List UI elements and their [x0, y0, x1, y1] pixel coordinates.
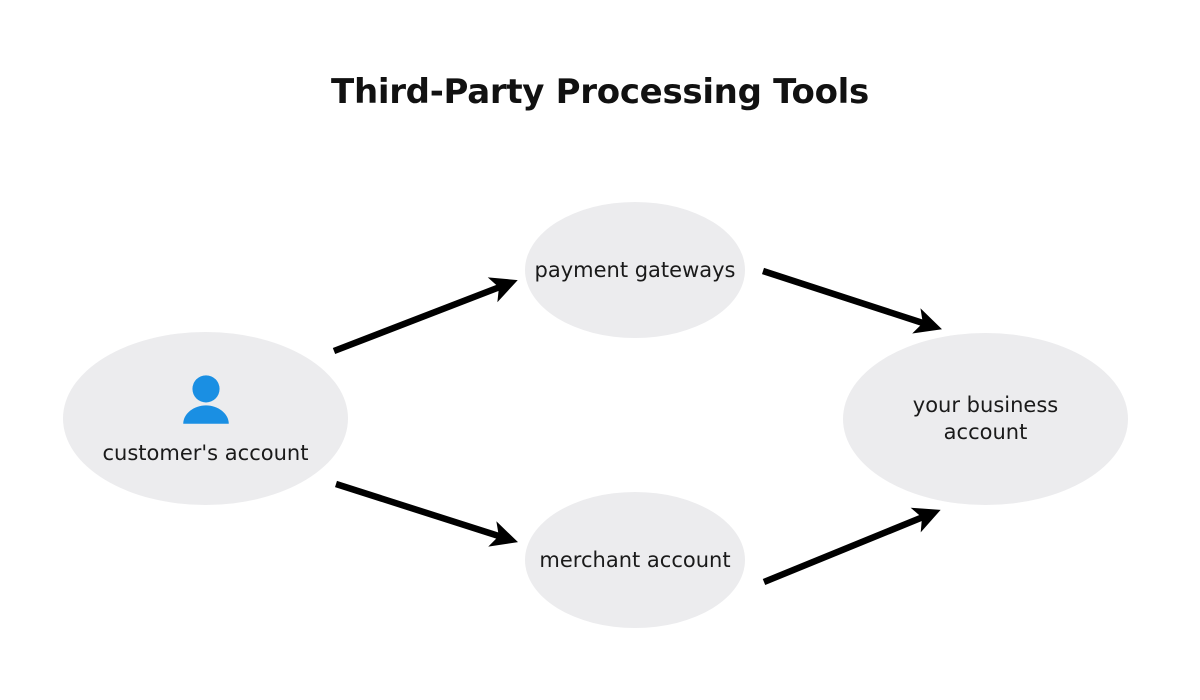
node-label-your-business-account: your business account — [912, 393, 1059, 444]
node-payment-gateways[interactable]: payment gateways — [525, 202, 745, 338]
page-title: Third-Party Processing Tools — [331, 72, 869, 112]
node-label-merchant-account: merchant account — [539, 547, 731, 572]
node-label-payment-gateways: payment gateways — [534, 257, 736, 282]
node-merchant-account[interactable]: merchant account — [525, 492, 745, 628]
edge-customer-to-gateways — [332, 277, 518, 355]
node-your-business-account[interactable]: your business account — [843, 333, 1128, 505]
person-icon — [182, 375, 229, 424]
edge-gateways-to-business — [761, 267, 942, 334]
node-label-customers-account: customer's account — [102, 441, 309, 466]
edge-customer-to-merchant — [335, 480, 519, 547]
node-customers-account[interactable]: customer's account — [63, 332, 348, 505]
edge-merchant-to-business — [762, 507, 941, 586]
